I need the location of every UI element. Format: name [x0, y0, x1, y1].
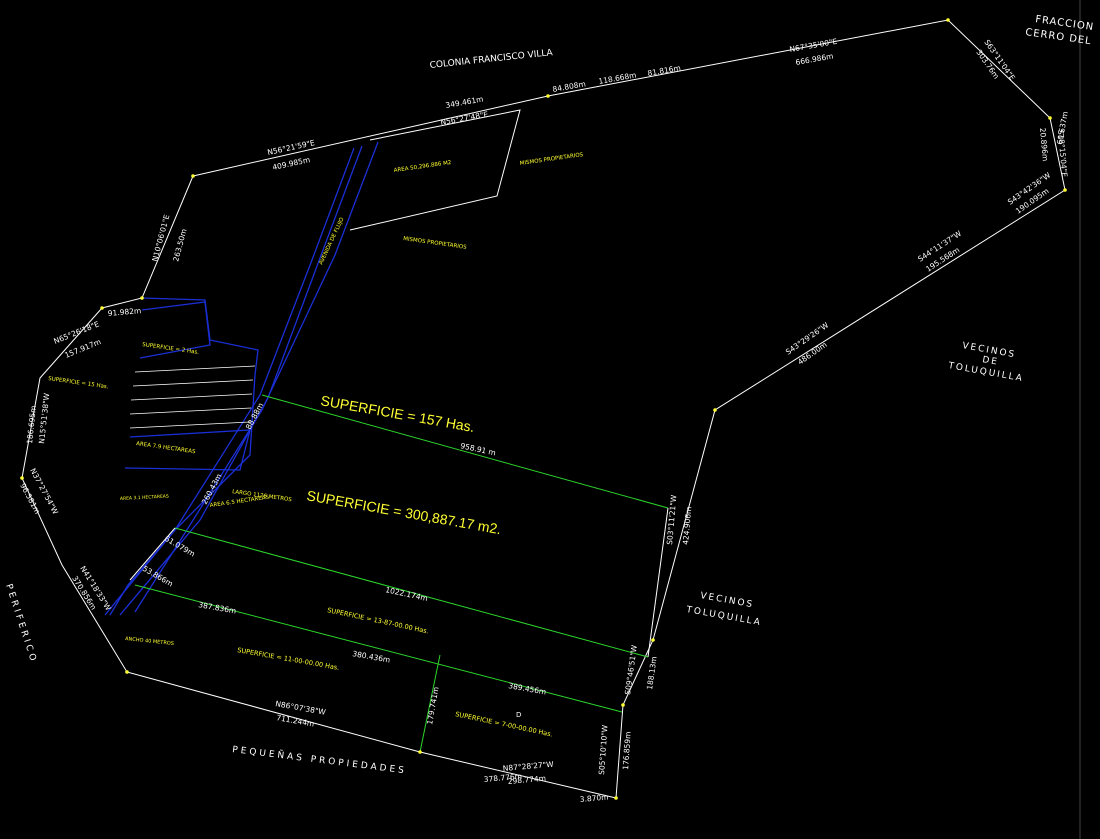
bearing-18: N87°28'27"W: [502, 760, 554, 773]
distance-18: 378.776m: [483, 772, 522, 784]
distance-14: 424.906m: [681, 506, 693, 545]
distance-19: 3.870m: [579, 793, 608, 804]
distance-1022: 1022.174m: [385, 585, 429, 603]
east-boundary-segment: [647, 507, 669, 658]
label-area-50296: AREA 50,296.886 M2: [393, 160, 451, 174]
distance-18b: 298.774m: [507, 774, 546, 786]
label-periferico: PERIFERICO: [3, 583, 38, 665]
label-area-31: AREA 3.1 HECTAREAS: [120, 493, 169, 502]
vertex-points: [20, 18, 1067, 800]
hatch-lines: [129, 365, 256, 429]
label-superficie-7: SUPERFICIE = 7-00-00.00 Has.: [455, 710, 554, 738]
closing-line: [129, 527, 176, 581]
label-ancho: ANCHO 40 METROS: [125, 636, 174, 647]
distance-389: 389.456m: [508, 681, 547, 697]
distance-4: 263.50m: [171, 228, 188, 263]
distance-91: 91.982m: [107, 306, 141, 318]
label-de: DE: [981, 355, 999, 368]
distance-10: 20.896m: [1038, 127, 1050, 161]
bearing-6: N15°51'38"W: [37, 392, 51, 444]
distance-top-1: 666.986m: [795, 51, 834, 67]
parcel-2has: [139, 301, 211, 359]
distance-61: 61.079m: [163, 534, 197, 559]
distance-top-3: 409.985m: [272, 155, 311, 172]
label-superficie-157: SUPERFICIE = 157 Has.: [319, 392, 475, 435]
distance-5: 157.917m: [63, 337, 102, 360]
distance-6: 186.695m: [25, 405, 38, 444]
label-superficie-300887: SUPERFICIE = 300,887.17 m2.: [305, 487, 502, 537]
property-boundary: [21, 19, 1066, 799]
parcel-79: [124, 429, 251, 471]
distance-387: 387.836m: [198, 600, 237, 616]
label-superficie-15: SUPERFICIE = 15 Has.: [48, 376, 109, 390]
label-letter-d: D: [516, 711, 521, 719]
bearing-16: S05°10'10"W: [597, 724, 610, 775]
distance-16: 176.859m: [621, 731, 633, 770]
label-pequenas-propiedades: PEQUEÑAS PROPIEDADES: [232, 744, 408, 776]
bearing-labels: N67°35'00"E 666.986m N56°27'48"E 349.461…: [18, 37, 1070, 804]
distance-top-2: 349.461m: [445, 94, 484, 110]
label-superficie-2: SUPERFICIE = 2 Has.: [142, 342, 200, 356]
label-avenida: AVENIDA DE FLUJO: [318, 216, 345, 266]
label-mismos-1: MISMOS PROPIETARIOS: [519, 152, 584, 167]
label-mismos-2: MISMOS PROPIETARIOS: [403, 236, 468, 251]
label-area-79: AREA 7.9 HECTAREAS: [136, 441, 197, 455]
distance-380: 380.436m: [352, 649, 391, 665]
distance-17: 711.244m: [276, 713, 315, 729]
division-lines: [134, 394, 669, 753]
label-superficie-1387: SUPERFICIE = 13-87-00.00 Has.: [327, 606, 430, 635]
bearing-4: N10°06'01"E: [150, 213, 171, 262]
segment-2: 118.668m: [598, 70, 637, 86]
distance-15: 188.13m: [645, 656, 659, 690]
road-inner-edge: [119, 145, 363, 616]
bearing-10: S18°15'04"E: [1056, 129, 1069, 177]
segment-3: 81.816m: [647, 63, 682, 78]
bearing-top-2: N56°27'48"E: [440, 110, 489, 127]
label-superficie-11: SUPERFICIE = 11-00-00.00 Has.: [237, 646, 340, 672]
mismos-propietarios-parcel: [349, 109, 521, 231]
label-vecinos-2: VECINOS: [699, 591, 754, 610]
distance-10b: 60.637m: [1055, 111, 1070, 146]
distance-179: 179.741m: [425, 686, 441, 725]
bearing-15: S09°46'51"W: [623, 644, 639, 695]
bearing-14: S03°11'21"W: [665, 494, 678, 545]
road-left-edge: [104, 147, 355, 616]
label-colonia: COLONIA FRANCISCO VILLA: [429, 48, 554, 71]
